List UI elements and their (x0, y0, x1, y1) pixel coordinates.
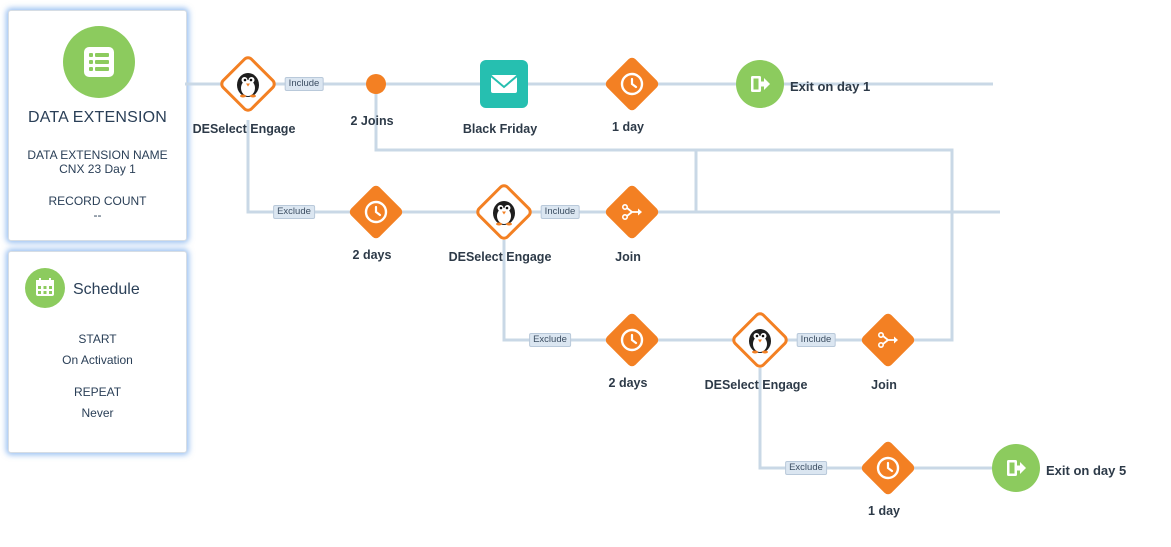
deselect-engage-node-2[interactable] (476, 184, 533, 241)
wait-label-4: 1 day (868, 504, 900, 518)
include-tag-2: Include (540, 205, 580, 219)
connector (246, 120, 1000, 214)
wait-label-1: 1 day (612, 120, 644, 134)
email-node[interactable] (480, 60, 528, 108)
joins-label: 2 Joins (350, 114, 394, 128)
calendar-icon (25, 268, 65, 308)
exit-label-1: Exit on day 1 (790, 79, 871, 94)
wait-node-3[interactable] (604, 312, 661, 369)
record-count-value: -- (93, 208, 102, 222)
exclude-tag-1: Exclude (273, 205, 315, 219)
envelope-icon (490, 75, 518, 93)
wait-label-3: 2 days (608, 376, 648, 390)
start-value: On Activation (62, 353, 133, 367)
repeat-label: REPEAT (73, 385, 122, 399)
data-extension-title: DATA EXTENSION (27, 109, 168, 126)
wait-node-4[interactable] (860, 440, 917, 497)
email-label: Black Friday (462, 122, 538, 136)
record-count-label: RECORD COUNT (48, 194, 147, 208)
data-extension-name-label: DATA EXTENSION NAME (27, 148, 168, 162)
exclude-tag-2: Exclude (529, 333, 571, 347)
repeat-value: Never (81, 406, 114, 420)
wait-node-2[interactable] (348, 184, 405, 241)
include-tag-1: Include (284, 77, 324, 91)
schedule-title: Schedule (73, 281, 140, 298)
exit-node-2[interactable] (992, 444, 1040, 492)
join-label-1: Join (615, 250, 641, 264)
join-label-2: Join (871, 378, 897, 392)
join-dot-icon[interactable] (366, 74, 386, 94)
engage-label-1: DESelect Engage (192, 122, 296, 136)
join-node-2[interactable] (860, 312, 917, 369)
exit-label-2: Exit on day 5 (1046, 463, 1127, 478)
include-tag-3: Include (796, 333, 836, 347)
exit-node-1[interactable] (736, 60, 784, 108)
join-node-1[interactable] (604, 184, 661, 241)
connector (502, 240, 870, 342)
engage-label-2: DESelect Engage (448, 250, 552, 264)
connector (758, 368, 1010, 470)
wait-node-1[interactable] (604, 56, 661, 113)
start-label: START (78, 332, 117, 346)
deselect-engage-node-1[interactable] (220, 56, 277, 113)
deselect-engage-node-3[interactable] (732, 312, 789, 369)
list-icon (63, 26, 135, 98)
schedule-card[interactable]: Schedule START On Activation REPEAT Neve… (8, 251, 187, 453)
data-extension-name-value: CNX 23 Day 1 (59, 162, 136, 176)
connector (374, 84, 954, 342)
exclude-tag-3: Exclude (785, 461, 827, 475)
engage-label-3: DESelect Engage (704, 378, 808, 392)
wait-label-2: 2 days (352, 248, 392, 262)
data-extension-card[interactable]: DATA EXTENSION DATA EXTENSION NAME CNX 2… (8, 10, 187, 241)
